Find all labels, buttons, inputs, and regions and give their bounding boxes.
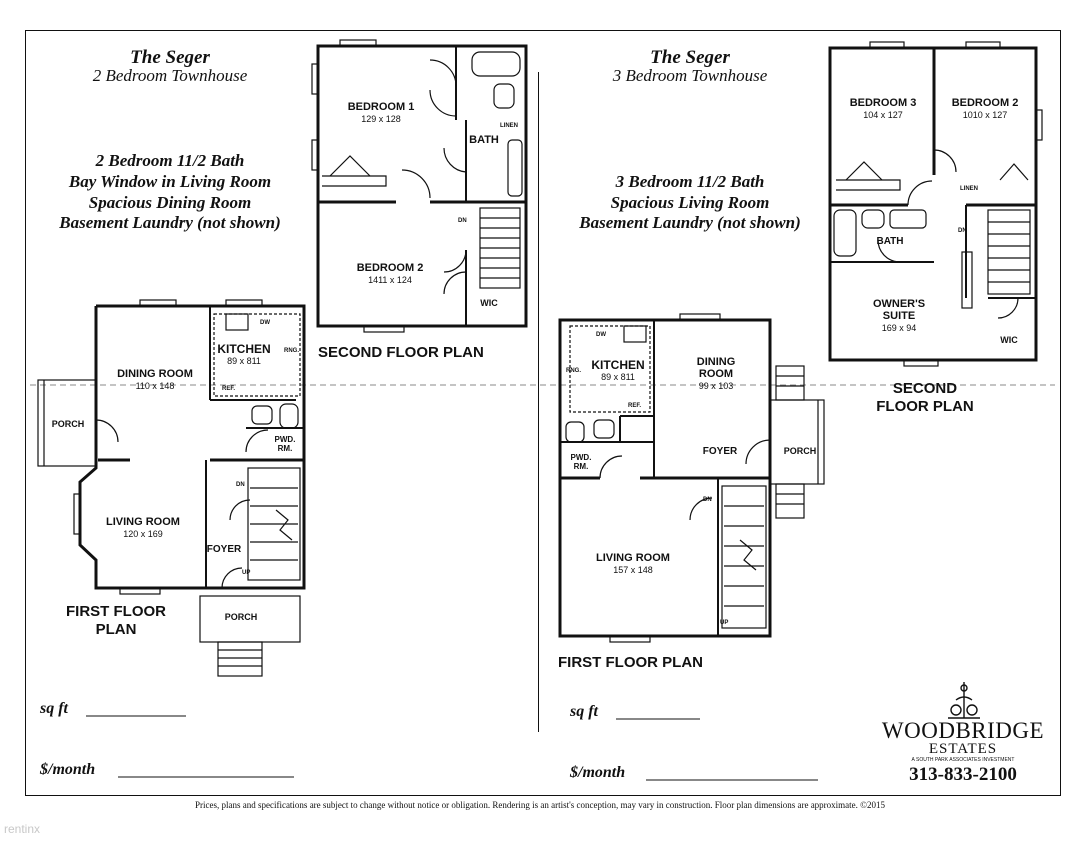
right-month-label: $/month bbox=[570, 764, 626, 781]
brand-name: WOODBRIDGE bbox=[881, 718, 1045, 743]
right-ref-label: REF. bbox=[628, 403, 642, 409]
right-feature-2: Spacious Living Room bbox=[610, 193, 770, 212]
watermark: rentinx bbox=[4, 822, 41, 836]
brand-tagline: A SOUTH PARK ASSOCIATES INVESTMENT bbox=[911, 757, 1015, 763]
right-title: The Seger bbox=[650, 47, 730, 68]
left-second-floor-plan bbox=[316, 44, 528, 328]
left-month-label: $/month bbox=[40, 761, 96, 778]
left-porch-front-label: PORCH bbox=[224, 612, 258, 622]
fill-in-lines bbox=[86, 715, 818, 781]
left-second-floor-title: SECOND FLOOR PLAN bbox=[318, 344, 484, 361]
brand-phone: 313-833-2100 bbox=[909, 764, 1017, 785]
left-feature-1: 2 Bedroom 11/2 Bath bbox=[95, 151, 245, 170]
left-sqft-label: sq ft bbox=[40, 700, 68, 717]
right-dw-label: DW bbox=[596, 332, 606, 338]
left-first-floor-plan bbox=[78, 304, 306, 590]
right-rng-label: RNG. bbox=[566, 368, 581, 374]
left-bath-label: BATH bbox=[469, 134, 499, 146]
left-wic-label: WIC bbox=[480, 298, 498, 308]
left-rng-label: RNG. bbox=[284, 348, 299, 354]
right-porch-label: PORCH bbox=[783, 446, 817, 456]
left-pwd-label: PWD.RM. bbox=[274, 435, 296, 453]
brand-sub: ESTATES bbox=[928, 741, 998, 757]
sheet-border bbox=[25, 30, 1061, 796]
left-dn-upper-label: DN bbox=[458, 218, 467, 224]
left-porch-side-label: PORCH bbox=[51, 419, 85, 429]
right-dn-label: DN bbox=[703, 497, 712, 503]
left-dw-label: DW bbox=[260, 320, 270, 326]
woodbridge-logo-mark bbox=[948, 682, 980, 719]
left-up-label: UP bbox=[242, 570, 251, 576]
right-pwd-label: PWD.RM. bbox=[570, 453, 592, 471]
left-feature-2: Bay Window in Living Room bbox=[68, 172, 272, 191]
right-linen-label: LINEN bbox=[960, 186, 978, 192]
right-feature-1: 3 Bedroom 11/2 Bath bbox=[615, 172, 765, 191]
disclaimer: Prices, plans and specifications are sub… bbox=[194, 800, 886, 810]
left-linen-label: LINEN bbox=[500, 123, 518, 129]
left-feature-4: Basement Laundry (not shown) bbox=[59, 213, 281, 232]
center-divider bbox=[538, 72, 539, 732]
left-ref-label: REF. bbox=[222, 386, 236, 392]
right-sqft-label: sq ft bbox=[570, 703, 598, 720]
right-subtitle: 3 Bedroom Townhouse bbox=[612, 66, 768, 85]
right-foyer-label: FOYER bbox=[702, 446, 738, 457]
left-subtitle: 2 Bedroom Townhouse bbox=[92, 66, 248, 85]
left-foyer-label: FOYER bbox=[206, 544, 242, 555]
left-title: The Seger bbox=[130, 47, 210, 68]
left-dn-label: DN bbox=[236, 482, 245, 488]
right-dn-upper-label: DN bbox=[958, 228, 967, 234]
right-wic-label: WIC bbox=[1000, 335, 1018, 345]
right-up-label: UP bbox=[720, 620, 729, 626]
right-first-floor-title: FIRST FLOOR PLAN bbox=[558, 654, 703, 671]
right-bath-label: BATH bbox=[876, 236, 904, 247]
right-feature-3: Basement Laundry (not shown) bbox=[579, 213, 801, 232]
left-feature-3: Spacious Dining Room bbox=[88, 193, 252, 212]
